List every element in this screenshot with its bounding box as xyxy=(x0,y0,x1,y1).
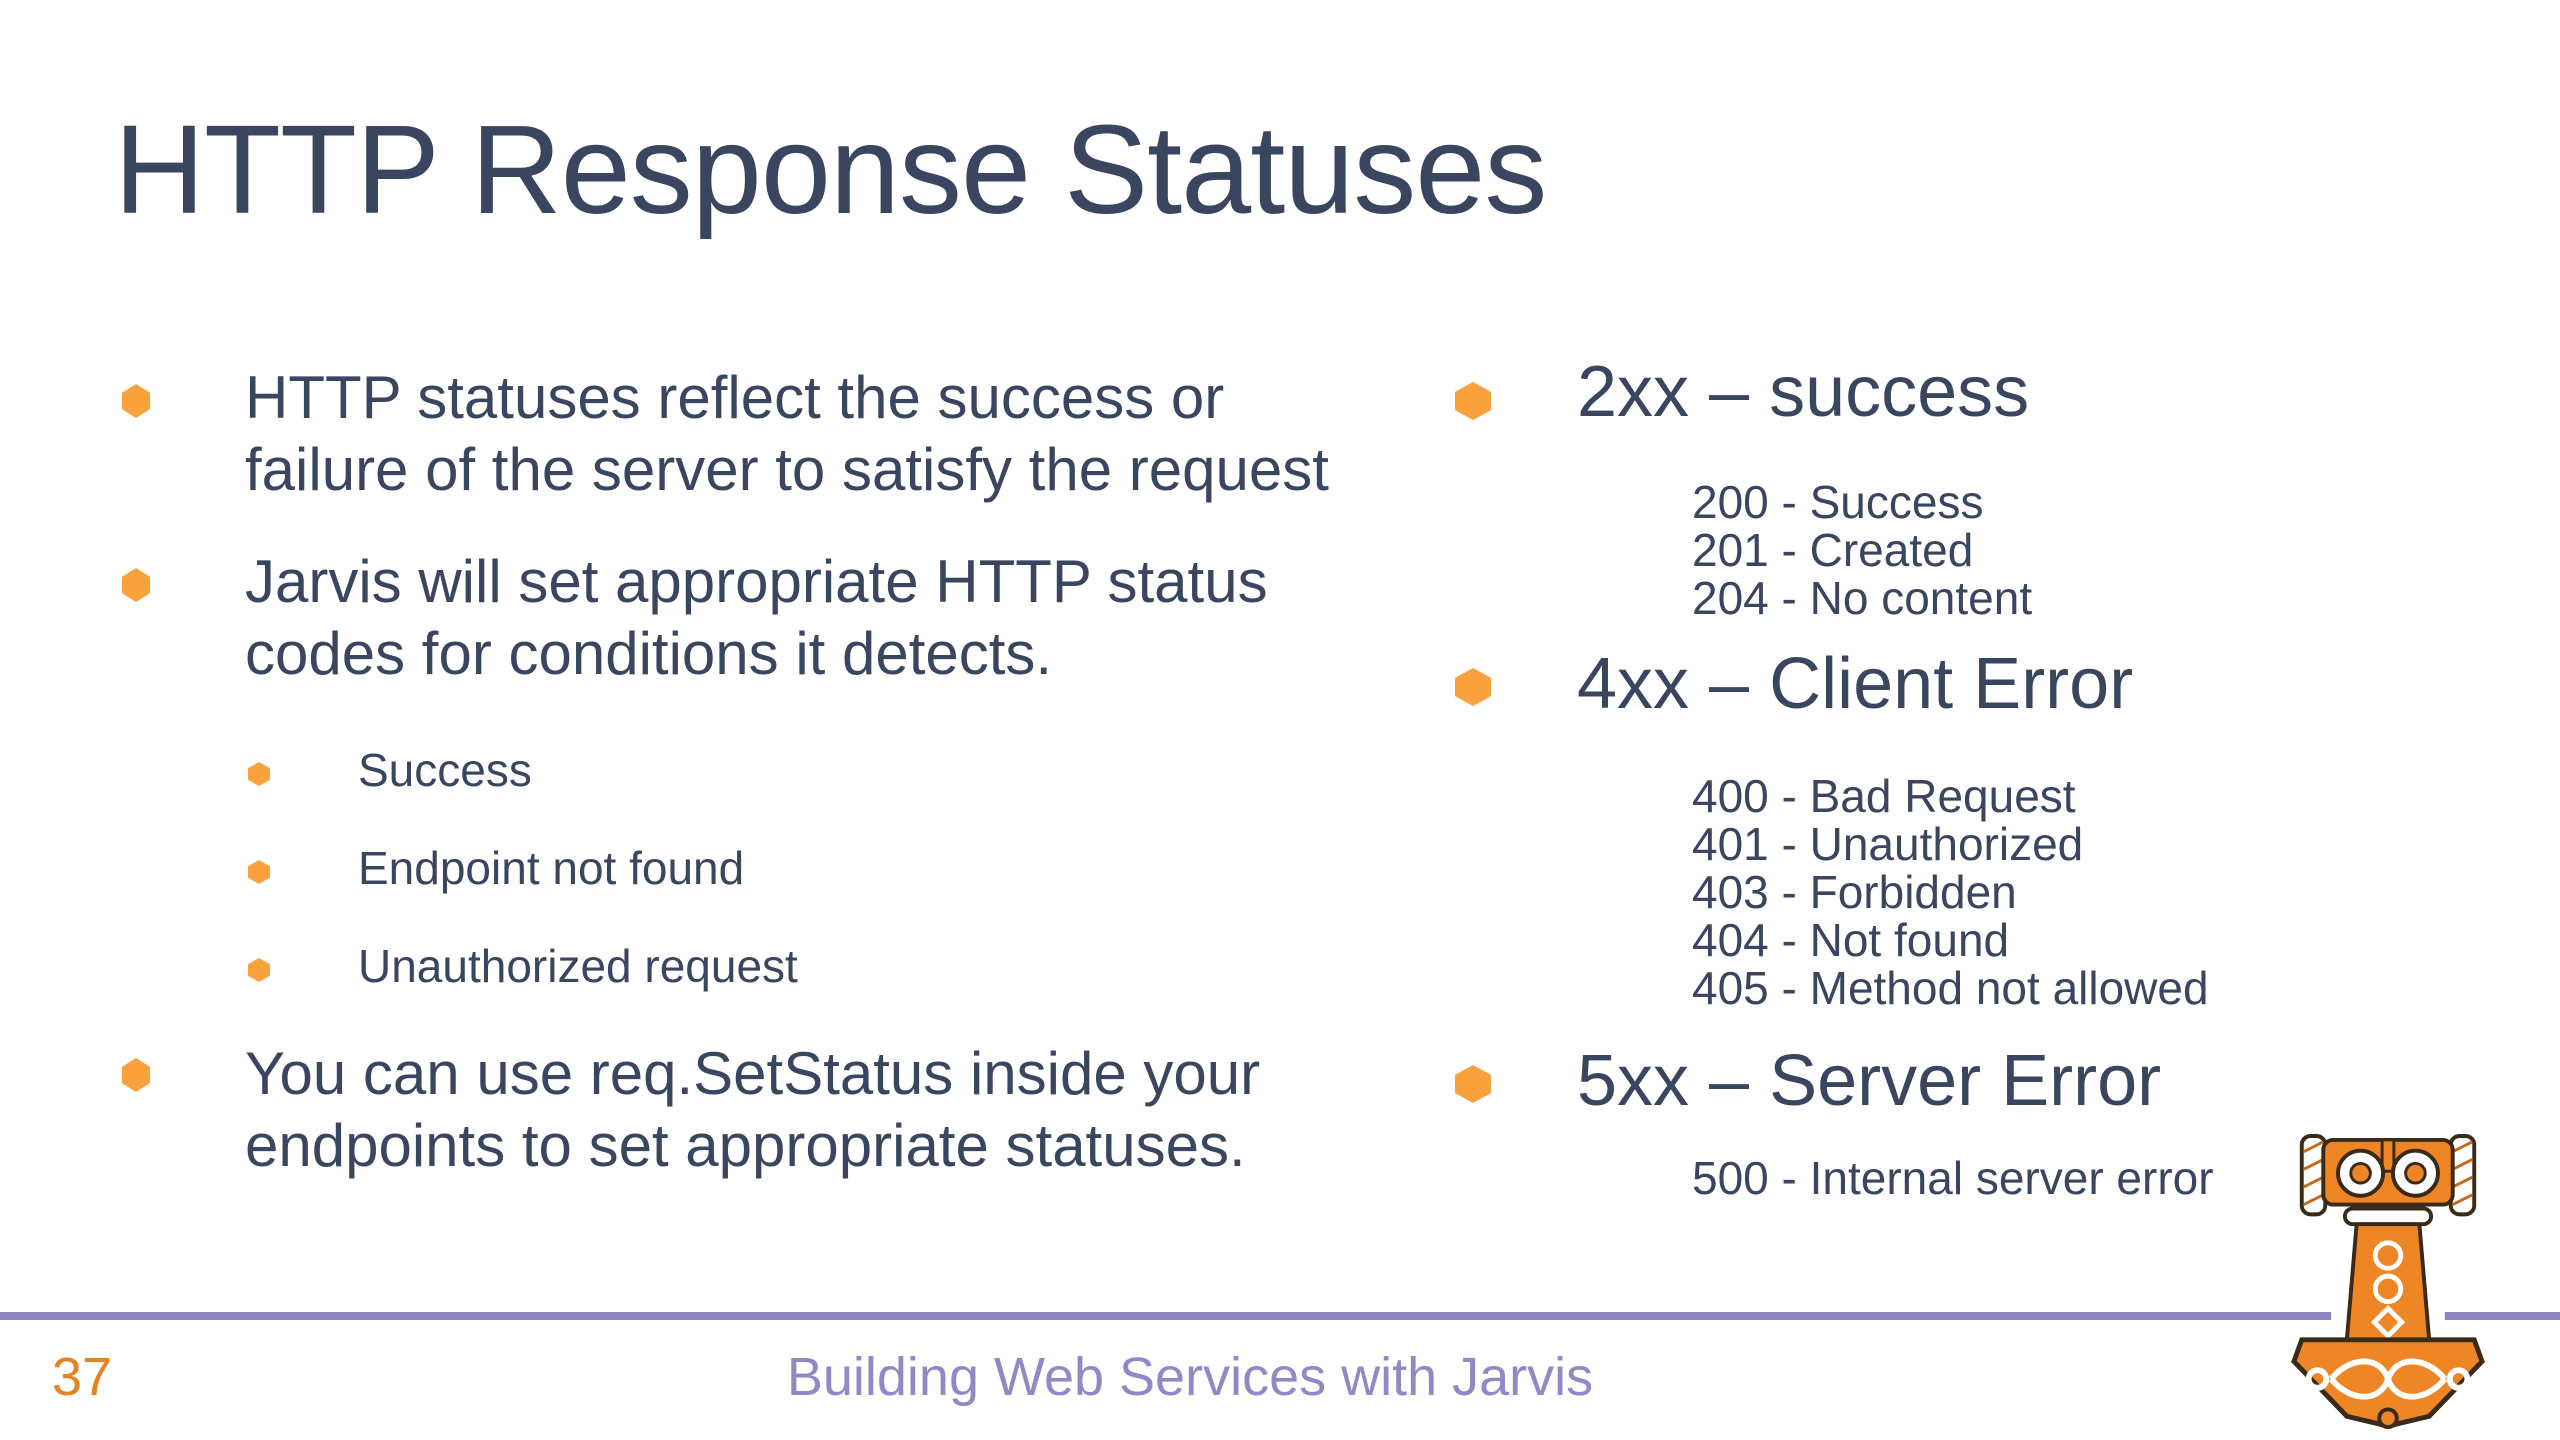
status-code-list: 400 - Bad Request 401 - Unauthorized 403… xyxy=(1692,772,2209,1012)
bullet-hexagon-icon xyxy=(1455,1065,1491,1103)
bullet-hexagon-icon xyxy=(122,1058,150,1092)
status-code-line: 400 - Bad Request xyxy=(1692,770,2076,822)
page-number: 37 xyxy=(52,1347,113,1407)
bullet-line: failure of the server to satisfy the req… xyxy=(245,436,1329,503)
status-code-line: 404 - Not found xyxy=(1692,914,2010,966)
footer-title: Building Web Services with Jarvis xyxy=(786,1347,1594,1407)
bullet-hexagon-icon xyxy=(122,384,150,418)
status-code-line: 403 - Forbidden xyxy=(1692,866,2017,918)
footer-divider-line xyxy=(0,1312,2560,1320)
bullet-text: inside your xyxy=(953,1040,1261,1107)
bullet-line: Jarvis will set appropriate HTTP status xyxy=(245,548,1268,615)
status-code-list: 200 - Success 201 - Created 204 - No con… xyxy=(1692,478,2032,622)
bullet-line: codes for conditions it detects. xyxy=(245,620,1053,687)
bullet-hexagon-icon xyxy=(1455,668,1491,706)
bullet-item: HTTP statuses reflect the success or fai… xyxy=(245,362,1329,506)
sub-bullet-hexagon-icon xyxy=(248,860,270,884)
sub-bullet-item: Unauthorized request xyxy=(358,940,798,992)
bullet-text: You can use xyxy=(245,1040,590,1107)
status-code-line: 405 - Method not allowed xyxy=(1692,962,2209,1014)
bullet-line: HTTP statuses reflect the success or xyxy=(245,364,1225,431)
status-group-heading: 5xx – Server Error xyxy=(1577,1041,2162,1121)
status-group-heading: 4xx – Client Error xyxy=(1577,644,2134,724)
status-code-line: 200 - Success xyxy=(1692,476,1984,528)
bullet-line: You can use req.SetStatus inside your xyxy=(245,1038,1260,1110)
page-title: HTTP Response Statuses xyxy=(114,99,1547,240)
bullet-hexagon-icon xyxy=(122,568,150,602)
bullet-hexagon-icon xyxy=(1455,382,1491,420)
status-code-line: 204 - No content xyxy=(1692,572,2033,624)
sub-bullet-item: Endpoint not found xyxy=(358,842,745,894)
status-code-line: 401 - Unauthorized xyxy=(1692,818,2084,870)
sub-bullet-hexagon-icon xyxy=(248,958,270,982)
status-code-line: 201 - Created xyxy=(1692,524,1974,576)
bullet-item: Jarvis will set appropriate HTTP status … xyxy=(245,546,1268,690)
sub-bullet-hexagon-icon xyxy=(248,762,270,786)
status-code-list: 500 - Internal server error xyxy=(1692,1154,2214,1202)
sub-bullet-item: Success xyxy=(358,744,532,796)
bullet-item: You can use req.SetStatus inside your en… xyxy=(245,1038,1260,1182)
bullet-line: endpoints to set appropriate statuses. xyxy=(245,1112,1246,1179)
mjolnir-logo-icon xyxy=(2291,1134,2485,1429)
status-group-heading: 2xx – success xyxy=(1577,352,2030,432)
inline-code: req.SetStatus xyxy=(589,1040,954,1107)
status-code-line: 500 - Internal server error xyxy=(1692,1152,2214,1204)
